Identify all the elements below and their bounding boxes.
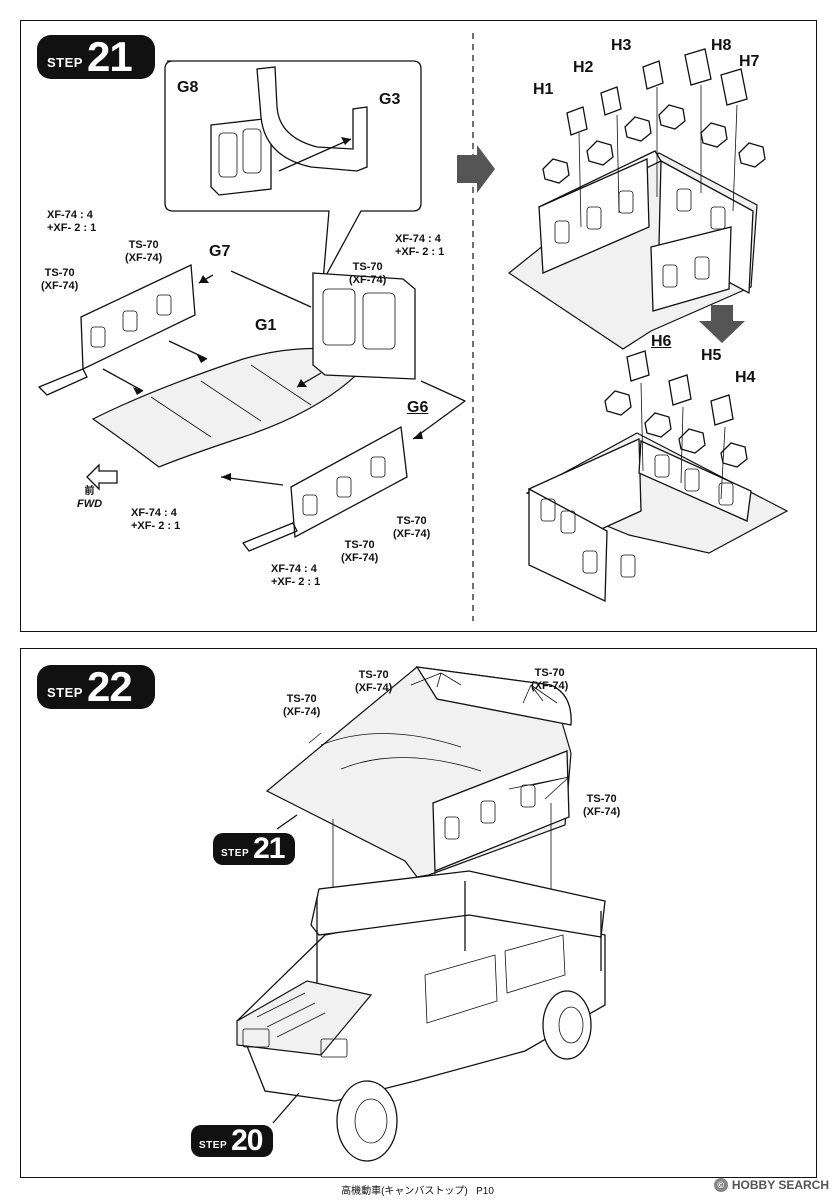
fwd-direction-label: 前 FWD	[77, 486, 103, 510]
paint-callout-g6-ts70-right: TS-70 (XF-74)	[393, 515, 431, 540]
paint-callout-rear-mix: XF-74 : 4 +XF- 2 : 1	[395, 233, 445, 258]
h-window-parts-lower	[626, 350, 734, 426]
fwd-arrow-icon	[86, 463, 118, 491]
part-label-h1: H1	[533, 81, 554, 98]
cargo-body-lower-drawing	[525, 432, 789, 603]
paint-callout-g7-ts70-top: TS-70 (XF-74)	[125, 239, 163, 264]
h-window-guide-lines-upper	[578, 85, 738, 228]
hobby-search-watermark: © HOBBY SEARCH	[713, 1178, 829, 1192]
paint-callout-top-center: TS-70 (XF-74)	[355, 669, 393, 694]
part-label-g7: G7	[209, 243, 231, 260]
paint-callout-top-right: TS-70 (XF-74)	[531, 667, 569, 692]
h-window-hex-parts-upper	[542, 104, 766, 184]
step-21-reference-badge: STEP 21	[213, 833, 295, 865]
paint-callout-g6-ts70-mid: TS-70 (XF-74)	[341, 539, 379, 564]
wheel-front-drawing	[336, 1080, 398, 1162]
part-label-h4: H4	[735, 369, 756, 386]
part-label-h7: H7	[739, 53, 760, 70]
copyright-icon: ©	[713, 1178, 728, 1192]
g7-part-drawing	[38, 264, 196, 396]
page-footer: 高機動車(キャンバストップ) P10	[341, 1186, 494, 1197]
part-label-h3: H3	[611, 37, 632, 54]
g3-part-drawing	[256, 66, 368, 172]
rear-frame-drawing	[312, 272, 416, 380]
paint-callout-right-side: TS-70 (XF-74)	[583, 793, 621, 818]
h-window-parts-upper	[566, 48, 748, 136]
h-window-guide-lines-lower	[640, 382, 726, 500]
part-label-h5: H5	[701, 347, 722, 364]
part-label-g8: G8	[177, 79, 199, 96]
paint-leader-lines	[308, 672, 570, 800]
part-label-h2: H2	[573, 59, 594, 76]
part-label-h8: H8	[711, 37, 732, 54]
paint-callout-g6-mix: XF-74 : 4 +XF- 2 : 1	[271, 563, 321, 588]
g6-part-drawing	[242, 425, 408, 552]
h-window-hex-parts-lower	[604, 390, 748, 468]
next-stage-down-arrow-icon	[699, 305, 745, 343]
vehicle-body-drawing	[236, 870, 606, 1102]
step-21-badge: STEP 21	[37, 35, 155, 79]
part-label-g3: G3	[379, 91, 401, 108]
step-22-illustration	[236, 666, 606, 1162]
g8-part-drawing	[210, 118, 272, 196]
step-21-panel: STEP 21	[20, 20, 817, 632]
next-stage-arrow-icon	[457, 145, 495, 193]
step-21-illustration	[38, 33, 789, 621]
part-label-g1: G1	[255, 317, 277, 334]
canvas-top-drawing	[265, 666, 572, 878]
g1-part-drawing	[91, 347, 375, 468]
paint-callout-g7-mix: XF-74 : 4 +XF- 2 : 1	[47, 209, 97, 234]
paint-callout-g1-mix: XF-74 : 4 +XF- 2 : 1	[131, 507, 181, 532]
paint-callout-g7-ts70-left: TS-70 (XF-74)	[41, 267, 79, 292]
step-22-panel: STEP 22	[20, 648, 817, 1178]
step-20-reference-badge: STEP 20	[191, 1125, 273, 1157]
paint-callout-left: TS-70 (XF-74)	[283, 693, 321, 718]
step-22-badge: STEP 22	[37, 665, 155, 709]
part-label-h6: H6	[651, 333, 672, 350]
wheel-rear-drawing	[542, 990, 592, 1060]
cargo-body-upper-drawing	[507, 150, 758, 350]
part-label-g6: G6	[407, 399, 429, 416]
paint-callout-rear-ts70: TS-70 (XF-74)	[349, 261, 387, 286]
